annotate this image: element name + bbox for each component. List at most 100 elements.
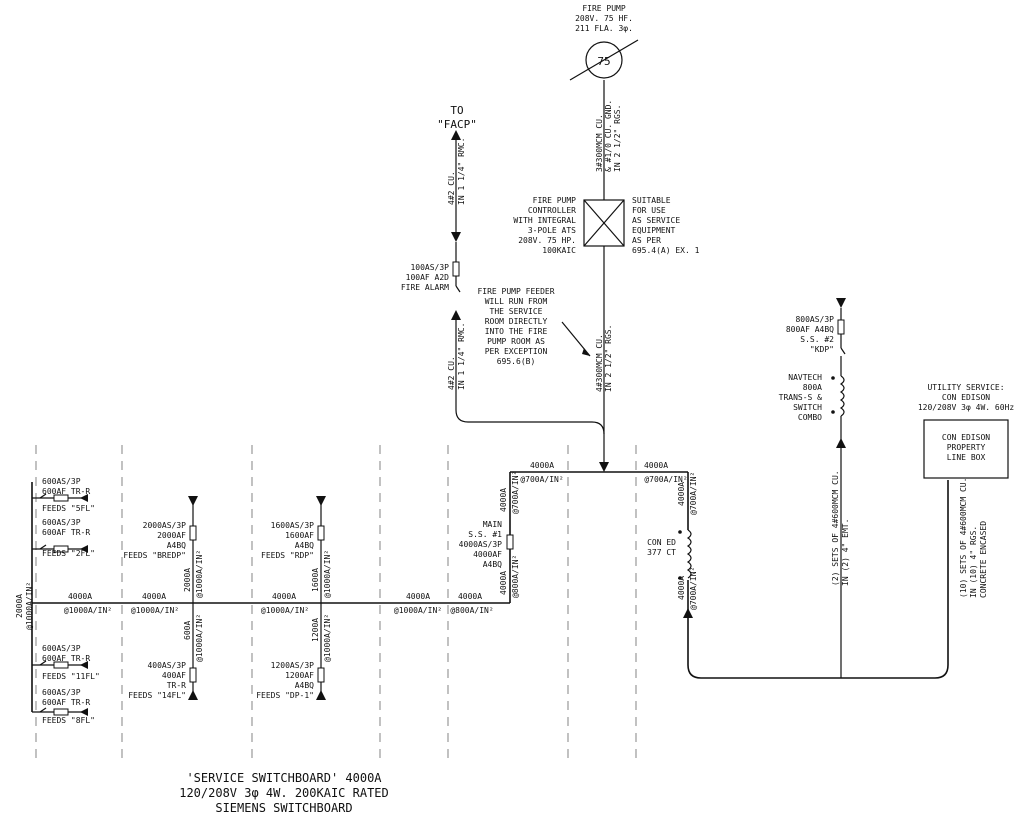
riser-rating-right-lower: 4000A [677,576,686,600]
bus-seg-3-density: @1000A/IN² [261,606,309,615]
svg-text:CONCRETE ENCASED: CONCRETE ENCASED [979,521,988,598]
fire-pump-lower-feeder: 4#300MCM CU. IN 2 1/2" RGS. [595,325,613,392]
bredp-riser-rating: 2000A [183,568,192,592]
svg-text:FEEDS "DP-1": FEEDS "DP-1" [256,691,314,700]
bus-seg-2-density: @1000A/IN² [131,606,179,615]
bus-top-left-density: @700A/IN² [520,475,563,484]
svg-text:ROOM DIRECTLY: ROOM DIRECTLY [485,317,548,326]
svg-text:A4BQ: A4BQ [295,681,314,690]
feed-8fl-label: 600AS/3P 600AF TR-R FEEDS "8FL" [42,688,95,725]
14fl-riser-density: @1000A/IN² [195,614,204,662]
svg-text:FEEDS "8FL": FEEDS "8FL" [42,716,95,725]
con-ed-ct-symbol [678,529,693,618]
svg-text:INTO THE FIRE: INTO THE FIRE [485,327,548,336]
bus-seg-2-rating: 4000A [142,592,166,601]
feed-2fl-label: 600AS/3P 600AF TR-R FEEDS "2FL" [42,518,95,558]
facp-label: "FACP" [437,118,477,131]
svg-text:WITH INTEGRAL: WITH INTEGRAL [513,216,576,225]
svg-text:2000AS/3P: 2000AS/3P [143,521,187,530]
feed-14fl-label: 400AS/3P 400AF TR-R FEEDS "14FL" [128,661,186,700]
fire-pump-suitable-label: SUITABLE FOR USE AS SERVICE EQUIPMENT AS… [632,196,700,255]
riser-rating-right-upper: 4000A [677,482,686,506]
svg-text:FEEDS "14FL": FEEDS "14FL" [128,691,186,700]
facp-branch [451,130,605,435]
svg-text:600AF TR-R: 600AF TR-R [42,654,90,663]
svg-text:COMBO: COMBO [798,413,822,422]
svg-text:600AF TR-R: 600AF TR-R [42,487,90,496]
svg-text:NAVTECH: NAVTECH [788,373,822,382]
svg-text:'SERVICE SWITCHBOARD' 4000A: 'SERVICE SWITCHBOARD' 4000A [186,771,382,785]
facp-to-label: TO [450,104,463,117]
utility-wire-label: (10) SETS OF 4#600MCM CU. IN (10) 4" RGS… [959,478,988,598]
svg-text:4000AF: 4000AF [473,550,502,559]
svg-text:SUITABLE: SUITABLE [632,196,671,205]
svg-text:PER EXCEPTION: PER EXCEPTION [485,347,548,356]
svg-text:AS SERVICE: AS SERVICE [632,216,680,225]
svg-text:600AS/3P: 600AS/3P [42,518,81,527]
bus-seg-4-rating: 4000A [406,592,430,601]
svg-text:"KDP": "KDP" [810,345,834,354]
svg-text:WILL RUN FROM: WILL RUN FROM [485,297,548,306]
svg-text:2000A: 2000A [15,594,24,618]
riser-density-left-upper: @700A/IN² [511,471,520,514]
svg-text:1600AS/3P: 1600AS/3P [271,521,315,530]
svg-text:CON EDISON: CON EDISON [942,433,990,442]
bus-top-left-rating: 4000A [530,461,554,470]
bus-top-right-density: @700A/IN² [644,475,687,484]
svg-text:@1000A/IN²: @1000A/IN² [25,582,34,630]
svg-text:IN (2) 4" EMT.: IN (2) 4" EMT. [841,519,850,586]
svg-text:4#2 CU.: 4#2 CU. [447,356,456,390]
svg-text:@1000A/IN²: @1000A/IN² [195,550,204,598]
bus-seg-5-density: @800A/IN² [450,606,493,615]
svg-text:695.6(B): 695.6(B) [497,357,536,366]
svg-text:@1000A/IN²: @1000A/IN² [323,550,332,598]
svg-text:A4BQ: A4BQ [483,560,502,569]
svg-text:SIEMENS SWITCHBOARD: SIEMENS SWITCHBOARD [215,801,352,815]
svg-text:FEEDS "BREDP": FEEDS "BREDP" [123,551,186,560]
svg-text:4000A: 4000A [677,576,686,600]
svg-text:100KAIC: 100KAIC [542,246,576,255]
kdp-wire-label: (2) SETS OF 4#600MCM CU. IN (2) 4" EMT. [831,470,850,586]
kdp-breaker-label: 800AS/3P 800AF A4BQ S.S. #2 "KDP" [786,315,834,354]
svg-text:4000A: 4000A [499,488,508,512]
facp-upper-wire: 4#2 CU. IN 1 1/4" RMC. [447,138,466,205]
svg-text:1200AS/3P: 1200AS/3P [271,661,315,670]
svg-text:3-POLE ATS: 3-POLE ATS [528,226,576,235]
fire-pump-upper-feeder: 3#300MCM CU. & #1/0 CU. GND. IN 2 1/2" R… [595,100,622,172]
svg-text:1200A: 1200A [311,618,320,642]
rdp-riser-density: @1000A/IN² [323,550,332,598]
feed-bredp-label: 2000AS/3P 2000AF A4BQ FEEDS "BREDP" [123,521,186,560]
bus-seg-5-rating: 4000A [458,592,482,601]
rdp-riser-rating: 1600A [311,568,320,592]
svg-text:@700A/IN²: @700A/IN² [689,472,698,515]
svg-text:FEEDS "RDP": FEEDS "RDP" [261,551,314,560]
svg-text:LINE BOX: LINE BOX [947,453,986,462]
svg-text:800A: 800A [803,383,822,392]
section-dividers [35,445,637,760]
feed-dp1-label: 1200AS/3P 1200AF A4BQ FEEDS "DP-1" [256,661,314,700]
fire-pump-controller-label: FIRE PUMP CONTROLLER WITH INTEGRAL 3-POL… [513,196,576,255]
svg-text:1200AF: 1200AF [285,671,314,680]
svg-text:FEEDS "5FL": FEEDS "5FL" [42,504,95,513]
svg-text:AS PER: AS PER [632,236,661,245]
svg-text:600A: 600A [183,621,192,640]
svg-text:S.S. #2: S.S. #2 [800,335,834,344]
main-breaker-symbol [506,534,514,550]
svg-text:IN 2 1/2" RGS.: IN 2 1/2" RGS. [613,105,622,172]
svg-text:120/208V 3φ 4W. 60Hz: 120/208V 3φ 4W. 60Hz [918,403,1015,412]
svg-text:1600AF: 1600AF [285,531,314,540]
svg-text:800AS/3P: 800AS/3P [795,315,834,324]
dp1-riser-rating: 1200A [311,618,320,642]
svg-text:4#300MCM CU.: 4#300MCM CU. [595,334,604,392]
fire-pump-feeder-note: FIRE PUMP FEEDER WILL RUN FROM THE SERVI… [477,287,554,366]
svg-text:S.S. #1: S.S. #1 [468,530,502,539]
svg-text:2000A: 2000A [183,568,192,592]
bus-seg-3-rating: 4000A [272,592,296,601]
svg-text:400AS/3P: 400AS/3P [147,661,186,670]
svg-text:4#2 CU.: 4#2 CU. [447,171,456,205]
svg-text:600AF TR-R: 600AF TR-R [42,698,90,707]
facp-lower-wire: 4#2 CU. IN 1 1/4" RMC. [447,323,466,390]
bus-seg-4-density: @1000A/IN² [394,606,442,615]
